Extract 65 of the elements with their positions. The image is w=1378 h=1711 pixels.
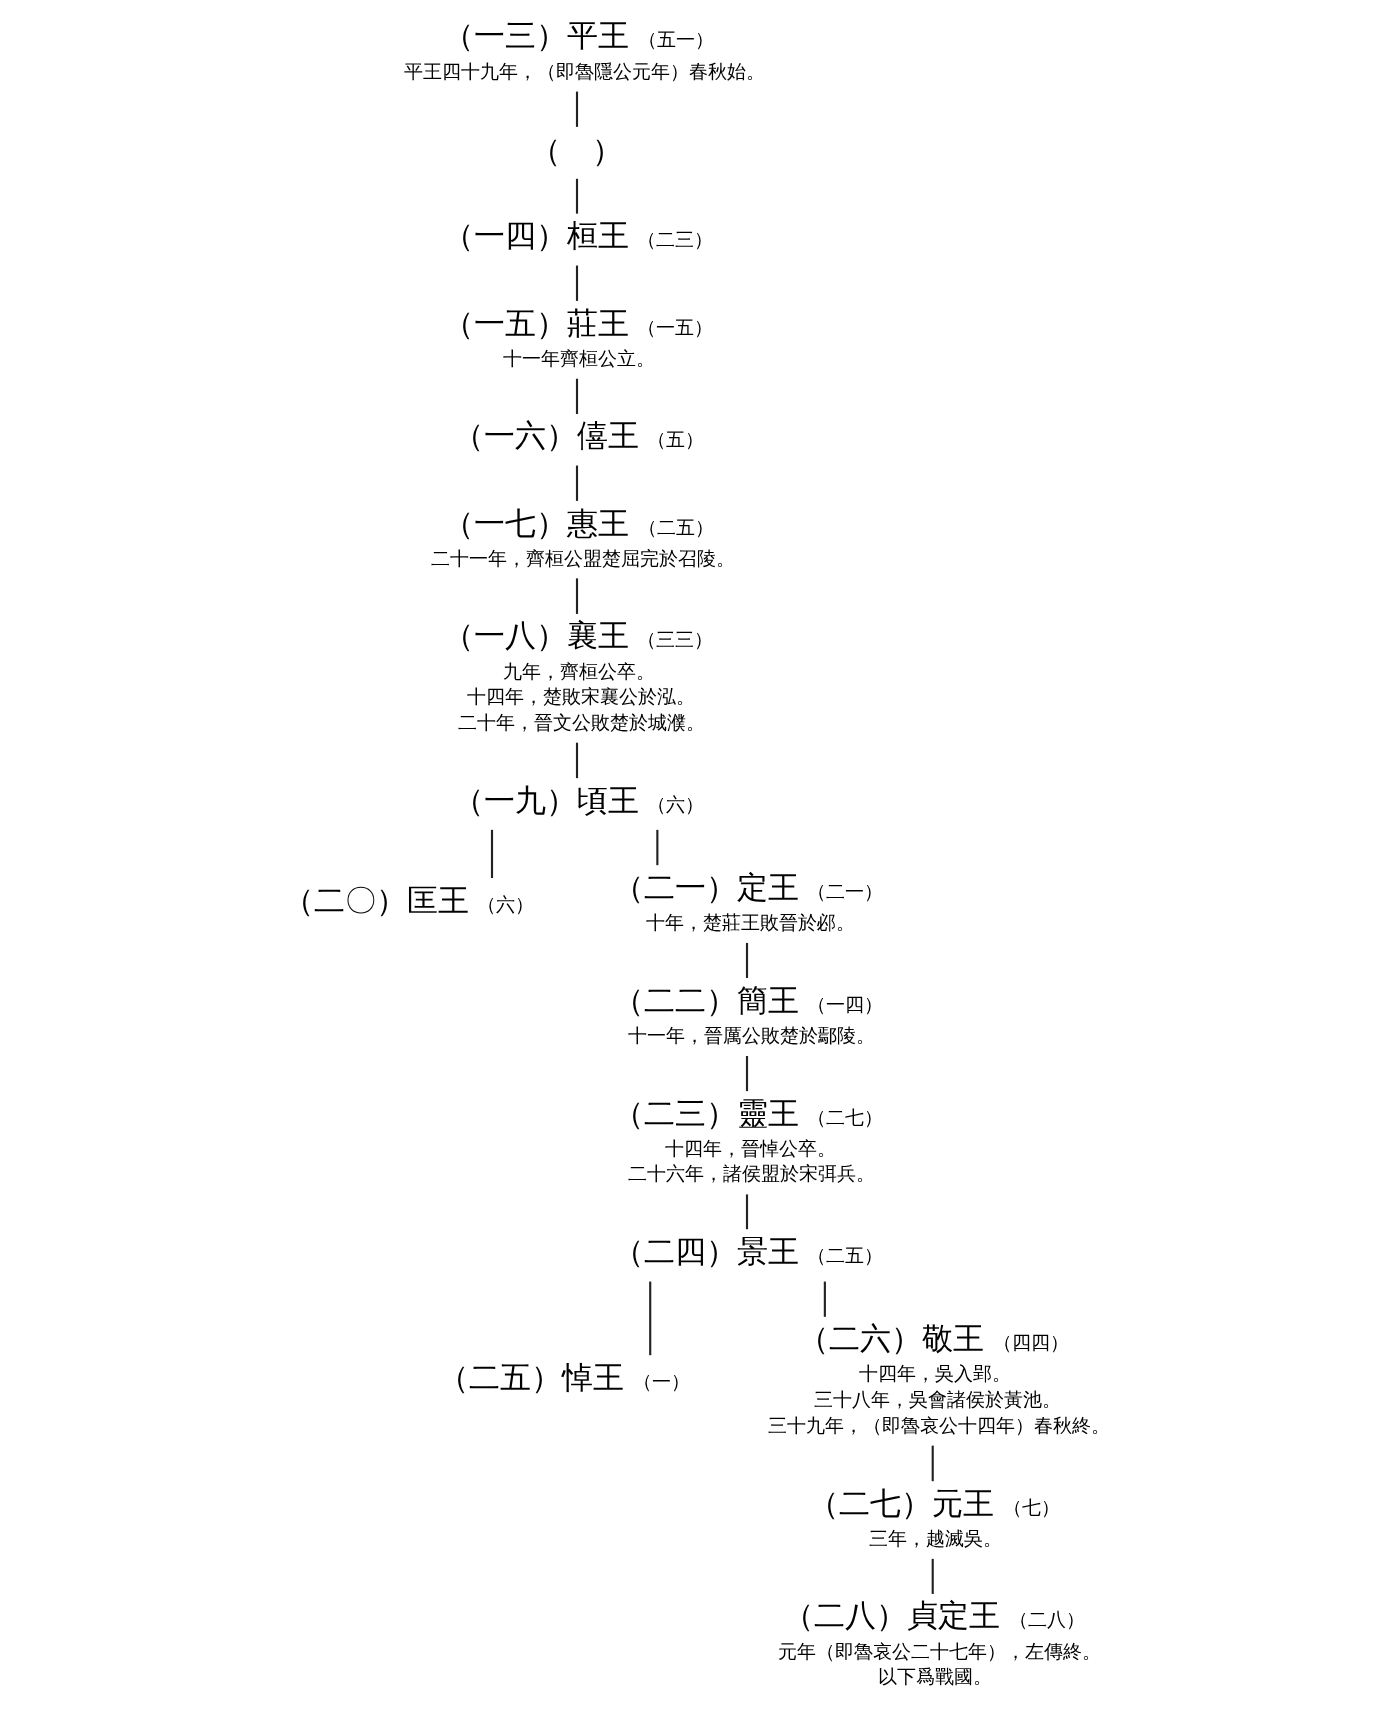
node-label: （六）	[476, 893, 534, 915]
node-label: 十一年齊桓公立。	[502, 347, 655, 369]
node-text: （二五）悼王	[437, 1358, 624, 1395]
connector	[575, 378, 578, 415]
node-label: 三十八年，吳會諸侯於黃池。	[813, 1389, 1061, 1411]
node-label: （二八）	[1008, 1609, 1085, 1631]
node-label: （二三）	[636, 229, 713, 251]
node-text: （二六）敬王	[797, 1320, 984, 1357]
node-text: （二四）景王	[612, 1233, 799, 1270]
node-text: （一六）僖王	[452, 417, 639, 454]
connector	[931, 1558, 934, 1594]
node-label: 十四年，楚敗宋襄公於泓。	[466, 686, 695, 708]
node-text: （一五）莊王	[442, 304, 629, 341]
connector	[575, 578, 578, 614]
node-label: 三十九年，（即魯哀公十四年）春秋終。	[767, 1414, 1110, 1436]
node-text: （一三）平王	[442, 17, 629, 54]
node-text: （一八）襄王	[442, 617, 629, 654]
node-label: 二十一年，齊桓公盟楚屈完於召陵。	[430, 547, 735, 569]
connector	[655, 829, 658, 866]
node-text: （二三）靈王	[612, 1094, 799, 1131]
connector	[575, 178, 578, 214]
node-label: （一五）	[636, 316, 713, 338]
node-label: （一四）	[806, 993, 883, 1015]
connector	[575, 465, 578, 501]
connector	[575, 265, 578, 301]
connector	[823, 1281, 826, 1317]
node-label: 九年，齊桓公卒。	[502, 660, 655, 682]
node-text: （二〇）匡王	[282, 881, 469, 918]
node-label: 十四年，吳入郢。	[858, 1363, 1011, 1385]
node-text: （二八）貞定王	[782, 1597, 1000, 1634]
node-label: 二十年，晉文公敗楚於城濮。	[457, 711, 705, 733]
node-text: （一九）頃王	[452, 781, 639, 818]
node-label: 以下爲戰國。	[877, 1666, 992, 1688]
connector	[745, 1056, 748, 1092]
connector	[745, 1194, 748, 1230]
node-label: （二五）	[637, 516, 714, 538]
node-label: 三年，越滅吳。	[868, 1527, 1002, 1549]
node-label: （七）	[1002, 1496, 1060, 1518]
node-label: 平王四十九年，（即魯隱公元年）春秋始。	[403, 60, 765, 82]
node-text: （ ）	[529, 131, 623, 168]
connector	[931, 1445, 934, 1482]
node-label: （二五）	[806, 1245, 883, 1267]
node-label: 二十六年，諸侯盟於宋弭兵。	[627, 1163, 875, 1185]
node-text: （一四）桓王	[442, 217, 629, 254]
node-label: 十四年，晉悼公卒。	[664, 1137, 836, 1159]
node-label: （二一）	[806, 880, 883, 902]
node-label: 元年（即魯哀公二十七年），左傳終。	[777, 1640, 1101, 1662]
node-label: （六）	[646, 793, 704, 815]
connector	[745, 942, 748, 978]
node-text: （二七）元王	[807, 1484, 994, 1521]
node-label: （五）	[646, 429, 704, 451]
node-label: （四四）	[992, 1332, 1069, 1354]
connector	[575, 742, 578, 779]
connector	[490, 829, 493, 879]
node-text: （二一）定王	[612, 868, 799, 905]
node-label: 十一年，晉厲公敗楚於鄢陵。	[627, 1024, 875, 1046]
node-label: （五一）	[637, 29, 714, 51]
node-text: （一七）惠王	[442, 504, 629, 541]
connector	[648, 1281, 651, 1356]
node-label: 十年，楚莊王敗晉於邲。	[645, 911, 855, 933]
node-label: （三三）	[636, 629, 713, 651]
connector	[575, 91, 578, 127]
node-text: （二二）簡王	[612, 981, 799, 1018]
node-label: （一）	[632, 1370, 690, 1392]
node-label: （二七）	[806, 1106, 883, 1128]
